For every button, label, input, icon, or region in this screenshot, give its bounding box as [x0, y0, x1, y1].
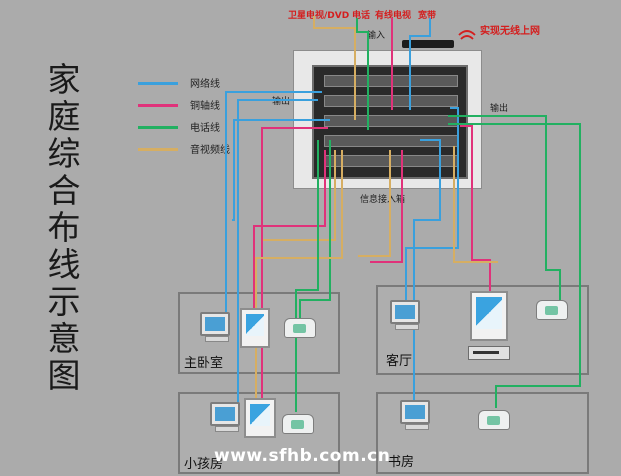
room-label-kids-room: 小孩房: [184, 457, 224, 472]
phone-study: [478, 410, 510, 430]
av-line-swatch: [138, 148, 178, 151]
network-line-master: [225, 91, 322, 312]
input-broadband-label: 宽带: [418, 11, 437, 21]
wireless-router: [402, 40, 454, 48]
tv-living-room: [470, 291, 508, 341]
network-line-study: [413, 139, 441, 400]
room-label-master-bedroom: 主卧室: [184, 356, 224, 371]
wireless-label: 实现无线上网: [480, 26, 540, 37]
input-sat-tv-dvd-label: 卫星电视/DVD: [288, 11, 350, 21]
phone-master-bedroom: [284, 318, 316, 338]
input-phone-label: 电话: [352, 11, 371, 21]
input-cable-tv-label: 有线电视: [375, 11, 412, 21]
network-line-master-2: [232, 119, 330, 221]
phone-input-line: [356, 18, 369, 130]
cabinet-label: 信息接入箱: [360, 195, 406, 205]
wireless-icon: [458, 30, 476, 40]
diagram-title: 家庭综合布线示意图: [42, 62, 81, 395]
phone-line-swatch: [138, 126, 178, 129]
legend-label: 电话线: [190, 123, 220, 134]
watermark: www.sfhb.com.cn: [214, 446, 391, 466]
monitor-icon: [400, 400, 430, 424]
av-line-living: [453, 146, 498, 263]
phone-kids-room: [282, 414, 314, 434]
tv-master-bedroom: [240, 308, 270, 348]
coax-line-living: [460, 125, 491, 300]
network-input-line: [409, 18, 431, 110]
room-label-study: 书房: [388, 455, 415, 470]
phone-line-kids: [295, 140, 319, 412]
network-line-living: [405, 107, 459, 300]
phone-living-room: [536, 300, 568, 320]
legend-label: 音视频线: [190, 145, 230, 156]
network-line-kids: [237, 99, 318, 410]
network-line-swatch: [138, 82, 178, 85]
phone-line-study: [448, 123, 581, 408]
monitor-icon: [200, 312, 230, 336]
av-input-line: [313, 16, 356, 120]
input-label: 输入: [367, 31, 386, 41]
phone-line-living: [448, 115, 561, 300]
av-line-branch: [358, 150, 391, 257]
monitor-icon: [390, 300, 420, 324]
output-right-label: 输出: [490, 104, 509, 114]
coax-line-master: [253, 150, 326, 318]
coax-line-branch: [370, 150, 403, 263]
coax-line-swatch: [138, 104, 178, 107]
legend-label: 网络线: [190, 79, 220, 90]
monitor-icon: [210, 402, 240, 426]
output-left-label: 输出: [272, 97, 291, 107]
tv-kids-room: [244, 398, 276, 438]
room-label-living-room: 客厅: [386, 354, 413, 369]
legend-label: 铜轴线: [190, 101, 220, 112]
dvd-player-living-room: [468, 346, 510, 360]
phone-line-master: [299, 140, 331, 320]
